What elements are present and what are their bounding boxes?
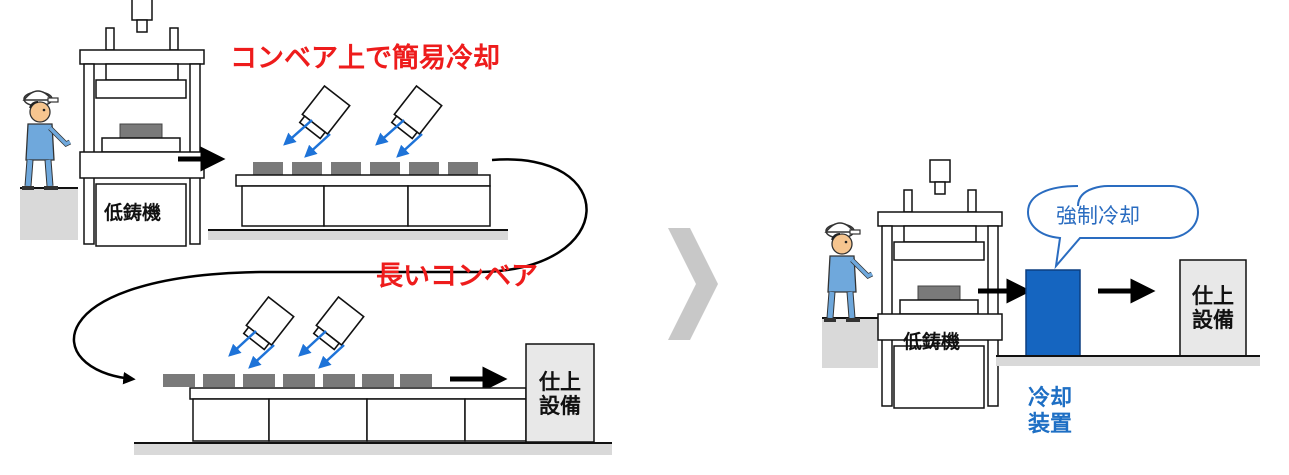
worker-platform (20, 188, 78, 240)
worker-icon (22, 91, 70, 188)
casting-press-after (877, 159, 1003, 409)
worker-platform-after (822, 318, 878, 368)
finishing-equipment-label-after: 仕上 設備 (1183, 284, 1243, 332)
cooling-label-line1: 冷却 (1028, 386, 1073, 411)
upper-conveyor (208, 162, 508, 240)
cooling-device (1025, 269, 1081, 357)
caption-simple-cooling: コンベア上で簡易冷却 (230, 43, 500, 74)
air-nozzle-icon (388, 85, 443, 142)
finishing-label-line1-after: 仕上 (1192, 284, 1234, 308)
transition-arrow-icon (668, 228, 718, 340)
cooling-device-label: 冷却 装置 (1028, 386, 1072, 438)
air-nozzle-icon (240, 296, 295, 353)
cooling-label-line2: 装置 (1028, 412, 1073, 437)
worker-icon (824, 223, 872, 320)
finishing-label-line1: 仕上 (539, 370, 581, 394)
lower-conveyor (134, 343, 612, 455)
air-nozzle-icon (310, 296, 365, 353)
casting-machine-label: 低鋳機 (104, 202, 162, 224)
casting-machine-label-after: 低鋳機 (903, 331, 961, 353)
finishing-label-line2: 設備 (539, 394, 581, 418)
air-nozzle-icon (296, 85, 351, 142)
speech-bubble (1026, 185, 1200, 270)
caption-long-conveyor: 長いコンベア (376, 261, 538, 292)
forced-cooling-bubble-text: 強制冷却 (1056, 204, 1140, 228)
long-conveyor-curve (72, 158, 588, 385)
finishing-label-line2-after: 設備 (1192, 308, 1234, 332)
finishing-equipment-label: 仕上 設備 (530, 370, 590, 418)
